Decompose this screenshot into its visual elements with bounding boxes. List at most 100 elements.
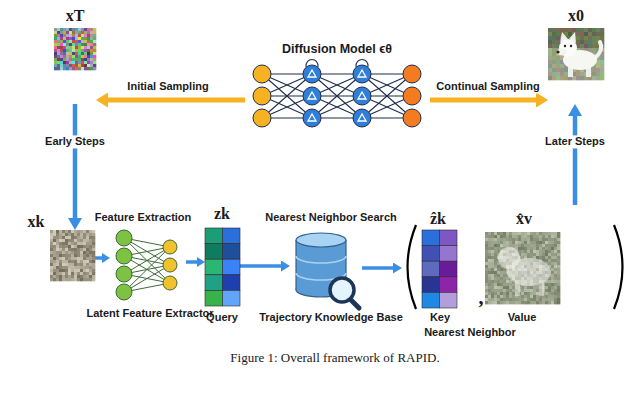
pixel	[554, 298, 557, 301]
pixel	[512, 292, 515, 295]
pixel	[53, 245, 56, 248]
pixel	[53, 239, 56, 242]
pixel	[556, 40, 560, 44]
pixel	[518, 298, 521, 301]
pixel	[62, 230, 65, 233]
pixel	[527, 256, 530, 259]
pixel	[545, 298, 548, 301]
pixel	[527, 253, 530, 256]
pixel	[518, 262, 521, 265]
pixel	[548, 295, 551, 298]
pixel	[554, 262, 557, 265]
pixel	[87, 64, 90, 67]
pixel	[485, 301, 488, 304]
pixel	[488, 292, 491, 295]
pixel	[78, 58, 81, 61]
pixel	[554, 247, 557, 250]
illustration	[205, 228, 240, 306]
vector-cell	[422, 230, 440, 246]
pixel	[500, 283, 503, 286]
pixel	[512, 259, 515, 262]
pixel	[77, 257, 80, 260]
pixel	[53, 275, 56, 278]
pixel	[63, 31, 66, 34]
pixel	[83, 242, 86, 245]
pixel	[524, 250, 527, 253]
pixel	[59, 236, 62, 239]
pixel	[554, 286, 557, 289]
pixel	[506, 244, 509, 247]
pixel	[533, 274, 536, 277]
pixel	[63, 46, 66, 49]
pixel	[78, 31, 81, 34]
pixel	[548, 244, 551, 247]
pixel	[542, 241, 545, 244]
noise-pixels	[485, 232, 560, 304]
pixel	[576, 76, 580, 80]
pixel	[59, 245, 62, 248]
pixel	[539, 265, 542, 268]
pixel	[554, 238, 557, 241]
pixel	[66, 34, 69, 37]
pixel	[552, 40, 556, 44]
pixel	[71, 263, 74, 266]
pixel	[524, 274, 527, 277]
pixel	[554, 250, 557, 253]
pixel	[503, 301, 506, 304]
pixel	[554, 292, 557, 295]
pixel	[530, 301, 533, 304]
pixel	[54, 46, 57, 49]
pixel	[491, 286, 494, 289]
pixel	[551, 247, 554, 250]
pixel	[527, 259, 530, 262]
pixel	[527, 298, 530, 301]
pixel	[551, 283, 554, 286]
pixel	[524, 286, 527, 289]
pixel	[527, 256, 530, 259]
pixel	[551, 262, 554, 265]
pixel	[78, 61, 81, 64]
pixel	[548, 256, 551, 259]
pixel	[57, 28, 60, 31]
pixel	[506, 250, 509, 253]
neuron-mark	[308, 114, 316, 121]
pixel	[521, 292, 524, 295]
neuron	[303, 65, 321, 83]
pixel	[87, 58, 90, 61]
pixel	[524, 280, 527, 283]
magnifier-handle	[350, 299, 359, 308]
pixel	[524, 259, 527, 262]
pixel	[485, 286, 488, 289]
pixel	[500, 271, 503, 274]
pixel	[59, 254, 62, 257]
pixel	[518, 244, 521, 247]
pixel	[506, 238, 509, 241]
pixel	[497, 301, 500, 304]
pixel	[556, 36, 560, 40]
pixel	[62, 269, 65, 272]
pixel	[66, 31, 69, 34]
pixel	[84, 28, 87, 31]
pixel	[536, 286, 539, 289]
pixel	[600, 32, 604, 36]
pixel	[68, 263, 71, 266]
node-label: Latent Feature Extractor	[86, 307, 213, 320]
pixel	[80, 236, 83, 239]
pixel	[521, 262, 524, 265]
pixel	[557, 253, 560, 256]
pixel	[503, 277, 506, 280]
pixel	[488, 247, 491, 250]
pixel	[557, 286, 560, 289]
pixel	[57, 61, 60, 64]
pixel	[509, 283, 512, 286]
pixel	[518, 283, 521, 286]
pixel	[527, 232, 530, 235]
pixel	[503, 250, 506, 253]
pixel	[557, 277, 560, 280]
pixel	[69, 55, 72, 58]
pixel	[56, 257, 59, 260]
pixel	[512, 295, 515, 298]
pixel	[515, 268, 518, 271]
pixel	[54, 52, 57, 55]
label-anchor: Key	[430, 311, 450, 324]
